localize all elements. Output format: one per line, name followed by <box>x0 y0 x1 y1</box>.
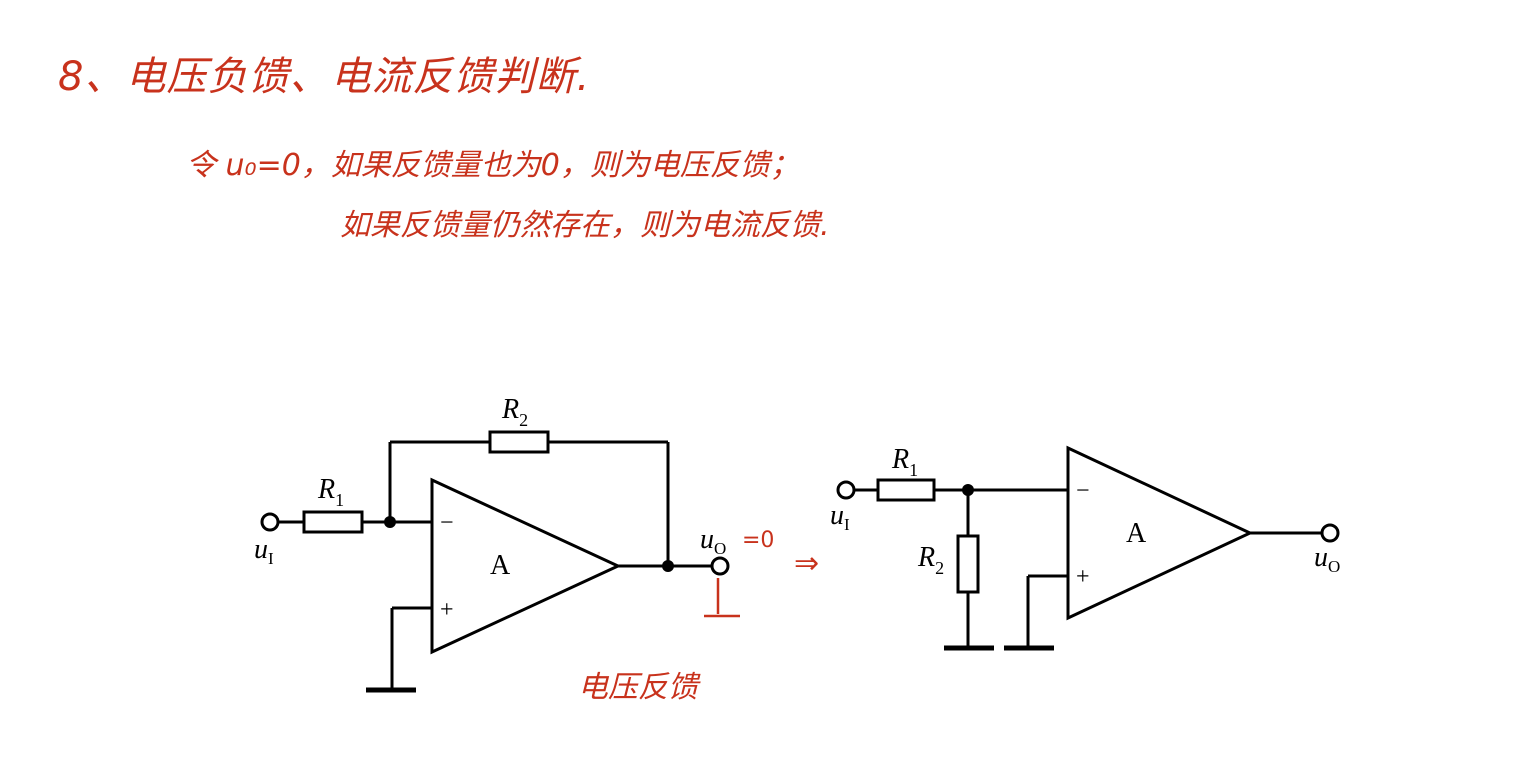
right-input-terminal <box>836 480 856 500</box>
rule-line-2: 如果反馈量仍然存在，则为电流反馈. <box>340 208 830 243</box>
voltage-feedback-caption: 电压反馈 <box>578 670 698 705</box>
section-title: 8、电压负馈、电流反馈判断. <box>58 54 591 100</box>
left-r1-label: R1 <box>317 474 344 510</box>
right-r2-resistor <box>956 534 980 594</box>
rule-line-1: 令 u₀=0，如果反馈量也为0，则为电压反馈； <box>186 148 800 183</box>
left-r2-resistor <box>488 430 550 454</box>
left-output-terminal <box>710 556 730 576</box>
right-opamp <box>1066 445 1254 621</box>
left-input-label: uI <box>254 534 274 568</box>
implies-arrow: ⇒ <box>794 546 820 581</box>
right-circuit: R1 R2 A − + uI uO <box>830 444 1340 651</box>
right-r1-resistor <box>876 478 936 502</box>
left-output-label: uO <box>700 524 726 558</box>
left-input-terminal <box>260 512 280 532</box>
right-r1-label: R1 <box>891 444 918 480</box>
right-plus-sign: + <box>1076 564 1090 590</box>
left-circuit: R1 R2 A − + uI uO <box>254 394 740 693</box>
right-input-label: uI <box>830 500 850 534</box>
uo-zero-annotation: =0 <box>742 528 775 553</box>
left-plus-sign: + <box>440 597 454 623</box>
right-output-label: uO <box>1314 542 1340 576</box>
left-r1-resistor <box>302 510 364 534</box>
right-r2-label: R2 <box>917 542 944 578</box>
right-minus-sign: − <box>1076 478 1090 504</box>
right-output-terminal <box>1320 523 1340 543</box>
left-opamp-label: A <box>490 550 511 581</box>
left-opamp <box>430 477 622 655</box>
left-minus-sign: − <box>440 510 454 536</box>
left-r2-label: R2 <box>501 394 528 430</box>
right-opamp-label: A <box>1126 518 1147 549</box>
left-output-node <box>662 560 674 572</box>
